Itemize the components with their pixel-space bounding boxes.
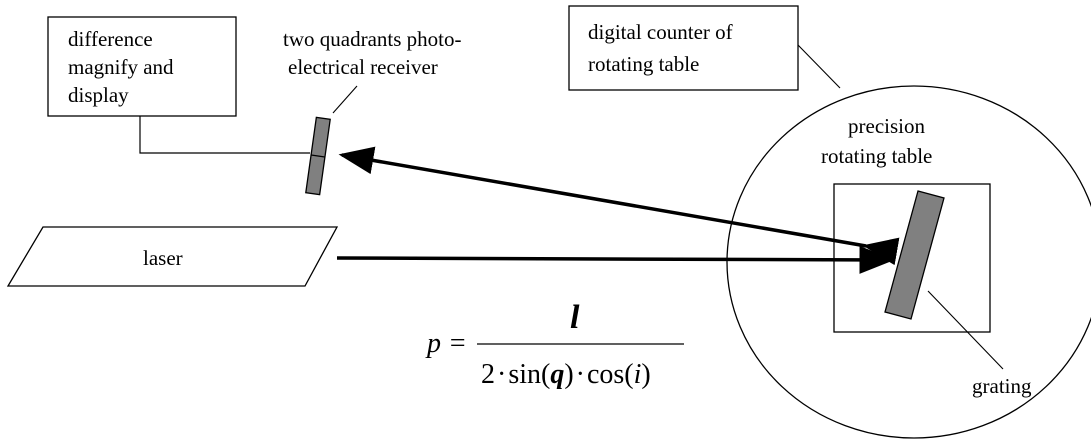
receiver-leader-line [332,85,358,114]
svg-text:2·sin(q)·cos(i): 2·sin(q)·cos(i) [481,359,651,390]
den-dot-2: · [576,359,585,390]
formula-numerator: l [570,299,580,336]
den-close-1: ) [564,359,573,390]
grating [884,190,945,320]
grating-leader-line [927,290,1004,370]
counter-label-line1: digital counter of [588,20,733,44]
signal-wire [139,116,310,154]
receiver-label-line2: electrical receiver [288,55,438,79]
difference-amplifier-box [47,16,237,117]
formula-lhs: p = [425,328,467,359]
den-cos: cos( [587,359,634,390]
incident-beam-arrow [336,245,895,274]
digital-counter-box [568,5,799,91]
counter-label-line2: rotating table [588,52,699,76]
den-i: i [634,359,642,390]
table-label-line2: rotating table [821,144,932,168]
table-label-line1: precision [848,114,925,138]
den-dot-1: · [497,359,506,390]
difference-label-line1: difference [68,27,153,51]
laser-label: laser [143,246,183,270]
difference-label-line2: magnify and [68,55,174,79]
den-theta: q [550,359,564,390]
grating-period-formula: p = l 2·sin(q)·cos(i) [425,299,684,390]
receiver-label-line1: two quadrants photo- [283,27,461,51]
den-sin: sin( [508,359,550,390]
den-two: 2 [481,359,495,390]
reflected-beam-arrow [338,146,900,266]
photo-receiver [305,116,331,196]
grating-label: grating [972,374,1032,398]
difference-label-line3: display [68,83,129,107]
counter-connector-line [797,44,841,89]
den-close-2: ) [641,359,650,390]
laser-source [6,226,339,287]
